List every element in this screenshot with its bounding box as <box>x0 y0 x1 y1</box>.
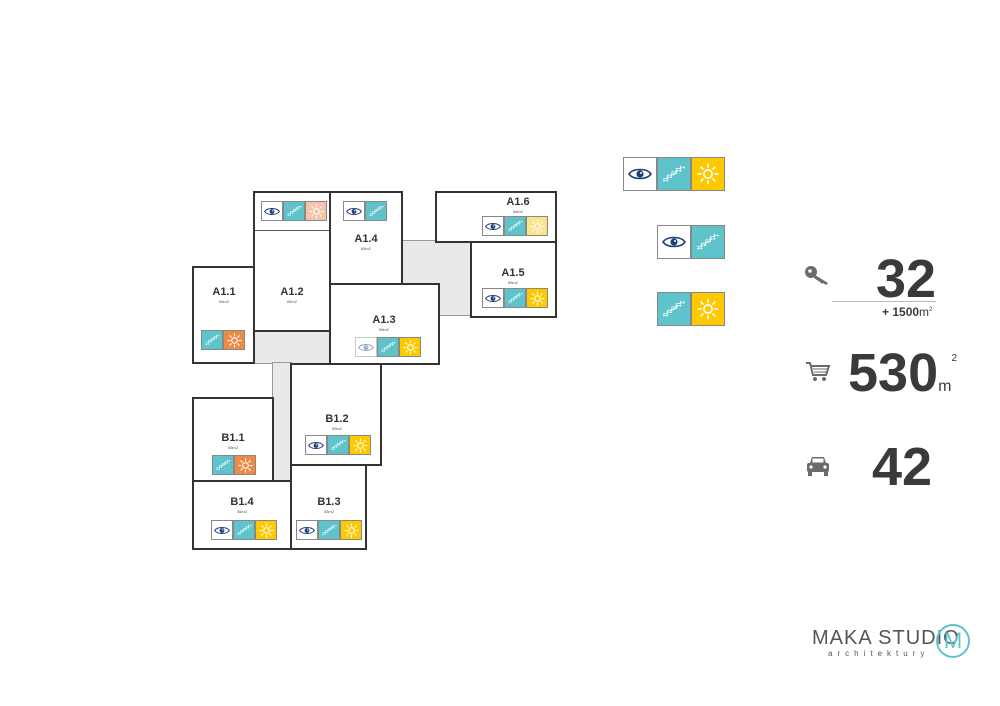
total-area-value: 530 <box>848 343 939 403</box>
logo-name: MAKA STUDIO <box>812 627 960 649</box>
eye-icon <box>623 157 657 191</box>
sun-icon <box>526 216 548 236</box>
sun-icon <box>305 201 327 221</box>
stairs-icon <box>691 225 725 259</box>
stairs-icon <box>504 216 526 236</box>
eye-icon <box>355 337 377 357</box>
total-area-unit: m <box>938 378 952 395</box>
sun-icon <box>526 288 548 308</box>
room-label: A1.1 <box>212 286 236 298</box>
room-area: 56m2 <box>512 209 523 214</box>
room-label: A1.5 <box>501 267 525 279</box>
sun-icon <box>691 157 725 191</box>
extra-area-sup: 2 <box>929 307 933 313</box>
stairs-icon <box>365 201 387 221</box>
eye-icon <box>343 201 365 221</box>
room-label: B1.4 <box>230 496 254 508</box>
stairs-icon <box>657 292 691 326</box>
stairs-icon <box>657 157 691 191</box>
car-icon <box>806 455 830 482</box>
eye-icon <box>482 216 504 236</box>
sun-icon <box>691 292 725 326</box>
stairs-icon <box>377 337 399 357</box>
stairs-icon <box>233 520 255 540</box>
parking-count: 42 <box>872 437 933 497</box>
eye-icon <box>657 225 691 259</box>
room-features <box>482 288 548 308</box>
cart-icon <box>805 361 831 388</box>
room-area: 58m2 <box>378 327 389 332</box>
total-area-sup: 2 <box>951 353 957 364</box>
room-label: A1.6 <box>506 196 530 208</box>
room-divider <box>255 230 331 231</box>
room-label: B1.2 <box>325 413 349 425</box>
stat-divider <box>832 301 936 302</box>
sun-icon <box>340 520 362 540</box>
room-label: A1.4 <box>354 233 378 245</box>
room-features <box>482 216 548 236</box>
units-count: 32 <box>876 249 937 309</box>
sun-icon <box>255 520 277 540</box>
room-area: 65m2 <box>286 299 297 304</box>
extra-area-value: + 1500 <box>882 305 920 319</box>
key-icon <box>804 264 832 291</box>
corridor-middle <box>253 330 331 364</box>
eye-icon <box>305 435 327 455</box>
room-features <box>212 455 256 475</box>
room-features <box>355 337 421 357</box>
room-features <box>211 520 277 540</box>
stairs-icon <box>201 330 223 350</box>
sun-icon <box>349 435 371 455</box>
room-features <box>201 330 245 350</box>
room-area: 56m2 <box>218 299 229 304</box>
sun-icon <box>234 455 256 475</box>
logo-subtitle: architektury <box>828 649 930 658</box>
extra-area-unit: m <box>919 305 930 319</box>
stairs-icon <box>327 435 349 455</box>
room-label: B1.3 <box>317 496 341 508</box>
room-label: A1.2 <box>280 286 304 298</box>
room-area: 58m2 <box>507 280 518 285</box>
room-area: 56m2 <box>227 445 238 450</box>
eye-icon <box>482 288 504 308</box>
room-features <box>296 520 362 540</box>
eye-icon <box>211 520 233 540</box>
stairs-icon <box>504 288 526 308</box>
stairs-icon <box>212 455 234 475</box>
eye-icon <box>261 201 283 221</box>
extra-area: + 1500m2 <box>882 305 932 319</box>
room-area: 55m2 <box>331 426 342 431</box>
room-label: B1.1 <box>221 432 245 444</box>
room-features <box>305 435 371 455</box>
room-area: 56m2 <box>236 509 247 514</box>
logo-mark: M <box>936 624 970 658</box>
sun-icon <box>399 337 421 357</box>
room-area: 65m2 <box>360 246 371 251</box>
room-b1-1[interactable] <box>192 397 274 482</box>
total-area: 530m 2 <box>848 346 957 400</box>
legend-row-1 <box>623 157 725 191</box>
stairs-icon <box>283 201 305 221</box>
corridor-lower <box>272 362 292 482</box>
room-area: 55m2 <box>323 509 334 514</box>
logo-mark-letter: M <box>943 628 963 653</box>
legend-row-3 <box>657 292 725 326</box>
stairs-icon <box>318 520 340 540</box>
legend-row-2 <box>657 225 725 259</box>
room-features <box>343 201 387 221</box>
sun-icon <box>223 330 245 350</box>
room-label: A1.3 <box>372 314 396 326</box>
room-features <box>261 201 327 221</box>
eye-icon <box>296 520 318 540</box>
